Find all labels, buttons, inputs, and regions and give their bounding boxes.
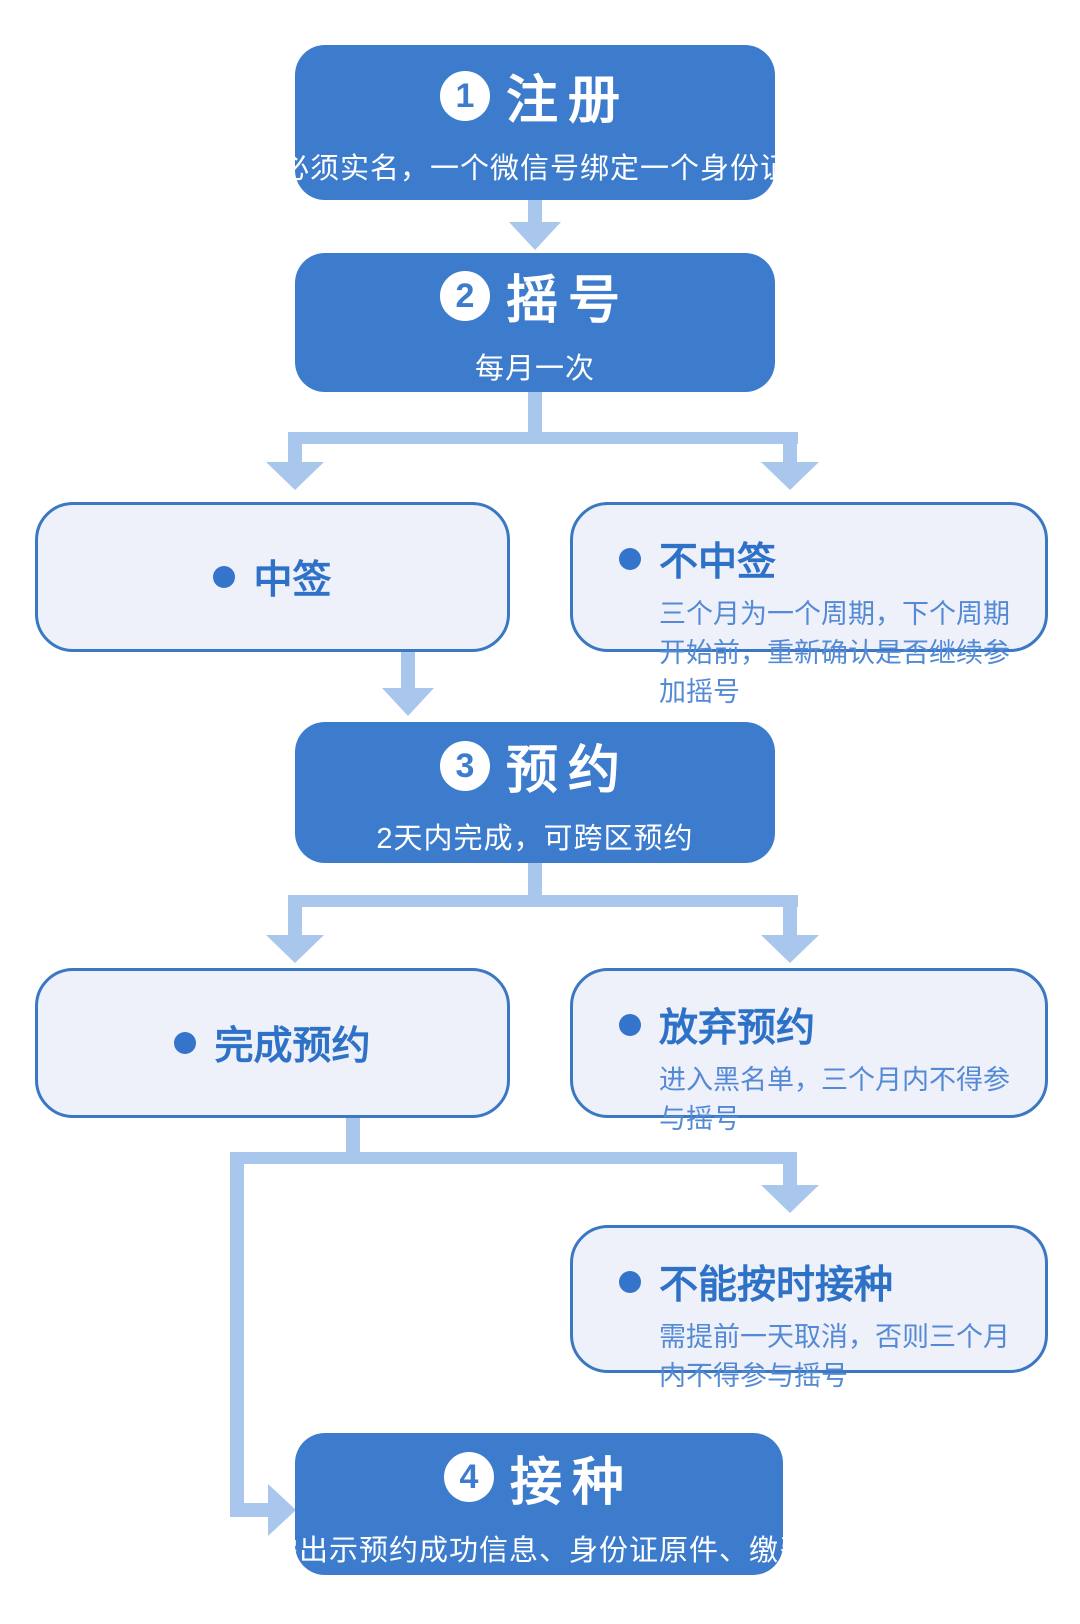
split-appointment-branches	[266, 863, 819, 963]
arrow-won-to-appointment	[382, 652, 434, 716]
bullet-dot-icon	[174, 1032, 197, 1054]
outcome-abandoned-detail: 进入黑名单，三个月内不得参与摇号	[659, 1065, 1010, 1135]
outcome-not-won-title: 不中签	[659, 541, 777, 584]
step-register-subtitle: 必须实名，一个微信号绑定一个身份证	[280, 153, 791, 185]
step-appointment-title-row: 3 预约	[439, 728, 630, 803]
step-2-number-icon: 2	[439, 270, 490, 321]
step-register-title: 注册	[505, 72, 630, 130]
step-box-lottery: 2 摇号 每月一次	[295, 253, 775, 392]
bullet-dot-icon	[619, 1271, 641, 1293]
step-3-number-icon: 3	[439, 740, 490, 791]
outcome-missed-title: 不能按时接种	[659, 1264, 894, 1307]
outcome-not-won-title-row: 不中签	[619, 531, 1015, 587]
step-appointment-title: 预约	[505, 742, 630, 800]
outcome-abandoned-title: 放弃预约	[659, 1007, 816, 1050]
step-register-title-row: 1 注册	[439, 58, 630, 133]
outcome-box-not-won: 不中签 三个月为一个周期，下个周期开始前，重新确认是否继续参加摇号	[570, 502, 1048, 707]
bullet-dot-icon	[619, 1014, 641, 1036]
outcome-won-title-row: 中签	[213, 549, 332, 605]
step-vaccination-title-row: 4 接种	[443, 1440, 634, 1515]
bullet-dot-icon	[213, 566, 236, 588]
step-box-appointment: 3 预约 2天内完成，可跨区预约	[295, 722, 775, 863]
outcome-missed-detail: 需提前一天取消，否则三个月内不得参与摇号	[659, 1322, 1010, 1392]
outcome-box-won: 中签	[35, 502, 510, 652]
outcome-not-won-detail: 三个月为一个周期，下个周期开始前，重新确认是否继续参加摇号	[659, 599, 1010, 708]
step-appointment-subtitle: 2天内完成，可跨区预约	[376, 823, 694, 855]
step-box-vaccination: 4 接种 需出示预约成功信息、身份证原件、缴费	[269, 1433, 808, 1575]
arrow-register-to-lottery	[509, 200, 561, 250]
step-box-register: 1 注册 必须实名，一个微信号绑定一个身份证	[280, 45, 789, 200]
outcome-completed-title-row: 完成预约	[174, 1015, 371, 1071]
step-1-number-icon: 1	[439, 70, 490, 121]
step-4-number-icon: 4	[443, 1452, 494, 1502]
step-vaccination-title: 接种	[509, 1453, 634, 1512]
outcome-box-abandoned: 放弃预约 进入黑名单，三个月内不得参与摇号	[570, 968, 1048, 1134]
step-lottery-title: 摇号	[505, 272, 630, 330]
split-lottery-branches	[266, 392, 819, 490]
bullet-dot-icon	[619, 548, 641, 570]
split-completed-branches	[230, 1118, 819, 1536]
outcome-won-title: 中签	[253, 559, 332, 602]
step-lottery-subtitle: 每月一次	[474, 353, 595, 385]
outcome-box-completed: 完成预约	[35, 968, 510, 1118]
outcome-completed-title: 完成预约	[214, 1025, 371, 1068]
outcome-missed-title-row: 不能按时接种	[619, 1254, 1015, 1310]
step-vaccination-subtitle: 需出示预约成功信息、身份证原件、缴费	[269, 1534, 810, 1567]
outcome-abandoned-title-row: 放弃预约	[619, 997, 1015, 1053]
step-lottery-title-row: 2 摇号	[439, 258, 630, 333]
outcome-box-missed: 不能按时接种 需提前一天取消，否则三个月内不得参与摇号	[570, 1225, 1048, 1391]
